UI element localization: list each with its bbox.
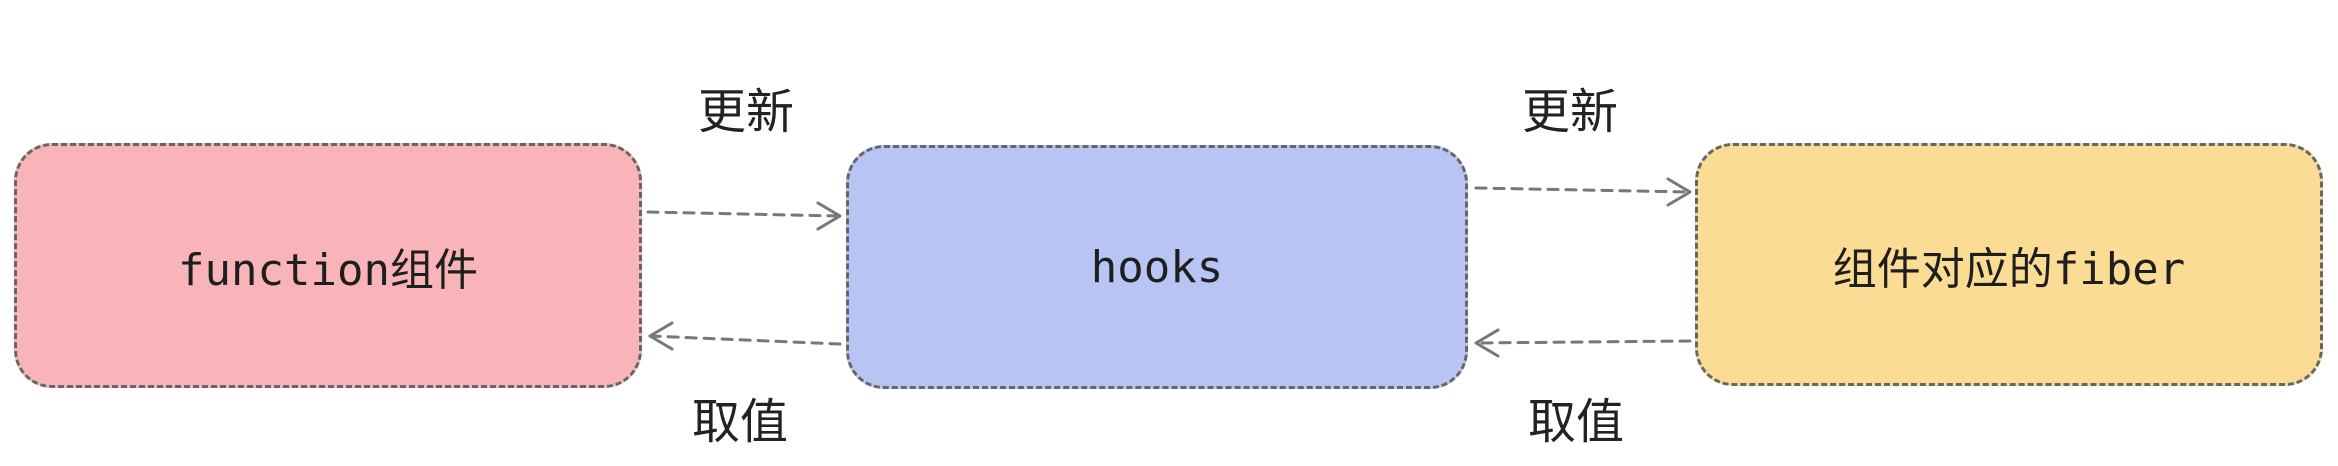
update-arrowhead-2 [1666, 177, 1692, 207]
function-component-label: function组件 [178, 244, 478, 296]
hooks-label: hooks [1090, 241, 1224, 293]
function-component-node: function组件 [14, 143, 642, 388]
get-value-label-1: 取值 [692, 394, 789, 450]
get-value-label-2: 取值 [1528, 394, 1625, 450]
get-arrow-1 [648, 334, 842, 346]
get-arrowhead-2 [1474, 328, 1500, 358]
fiber-label: 组件对应的fiber [1832, 243, 2186, 295]
update-arrowhead-1 [816, 201, 842, 231]
fiber-node: 组件对应的fiber [1695, 143, 2323, 386]
update-arrow-1 [646, 210, 842, 218]
hooks-node: hooks [846, 145, 1468, 389]
update-arrow-2 [1474, 186, 1692, 194]
get-arrow-2 [1474, 339, 1692, 345]
update-label-2: 更新 [1522, 84, 1619, 140]
update-label-1: 更新 [698, 84, 795, 140]
get-arrowhead-1 [648, 321, 674, 351]
